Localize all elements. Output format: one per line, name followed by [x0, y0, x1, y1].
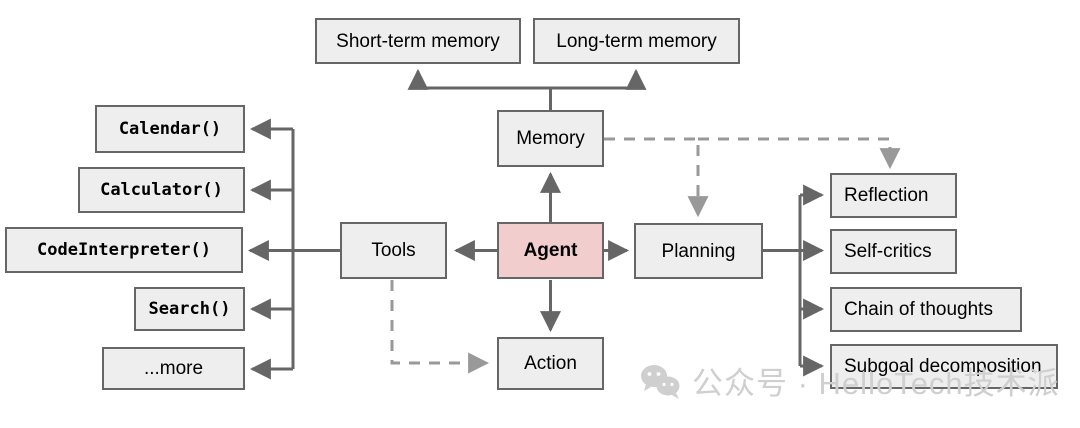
node-reflection[interactable]: Reflection: [830, 173, 957, 218]
wechat-logo-icon: [641, 364, 680, 399]
node-label: ...more: [143, 358, 204, 379]
node-chain-of-thoughts[interactable]: Chain of thoughts: [830, 287, 1022, 332]
node-label: Calendar(): [118, 118, 222, 139]
node-label: Short-term memory: [336, 30, 500, 52]
node-label: Memory: [516, 128, 585, 149]
node-label: Reflection: [844, 185, 929, 206]
edge-memory-to-planning-dashed: [604, 137, 709, 218]
node-code-interpreter[interactable]: CodeInterpreter(): [5, 227, 243, 273]
watermark-text: 公众号 · HelloTech技术派: [692, 366, 1060, 401]
node-more[interactable]: ...more: [102, 347, 245, 390]
node-label: CodeInterpreter(): [37, 239, 211, 260]
node-label: Action: [524, 353, 577, 374]
edge-memory-to-reflection-dashed: [698, 137, 901, 170]
node-calculator[interactable]: Calculator(): [78, 167, 245, 213]
node-label: Chain of thoughts: [844, 299, 993, 320]
node-label: Search(): [148, 298, 231, 319]
node-long-term-memory[interactable]: Long-term memory: [533, 18, 740, 64]
node-planning[interactable]: Planning: [634, 223, 763, 279]
node-search[interactable]: Search(): [134, 287, 245, 331]
node-memory[interactable]: Memory: [497, 110, 604, 167]
watermark: 公众号 · HelloTech技术派: [640, 358, 1060, 403]
node-label: Long-term memory: [556, 30, 717, 52]
node-tools[interactable]: Tools: [340, 222, 447, 279]
edge-tools-to-action-dashed: [390, 280, 490, 374]
node-short-term-memory[interactable]: Short-term memory: [315, 18, 521, 64]
node-label: Subgoal decomposition: [844, 356, 1042, 377]
node-subgoal-decomposition[interactable]: Subgoal decomposition: [830, 344, 1058, 389]
edge-memory-to-long-term: [550, 68, 647, 90]
node-label: Planning: [661, 240, 736, 262]
node-label: Self-critics: [844, 241, 932, 262]
node-label: Calculator(): [100, 179, 223, 200]
edge-memory-to-short-term: [407, 68, 552, 110]
node-self-critics[interactable]: Self-critics: [830, 229, 957, 274]
node-calendar[interactable]: Calendar(): [95, 105, 245, 153]
node-agent[interactable]: Agent: [497, 222, 604, 279]
node-label: Tools: [371, 240, 416, 261]
node-action[interactable]: Action: [497, 337, 604, 390]
node-label: Agent: [523, 240, 578, 261]
